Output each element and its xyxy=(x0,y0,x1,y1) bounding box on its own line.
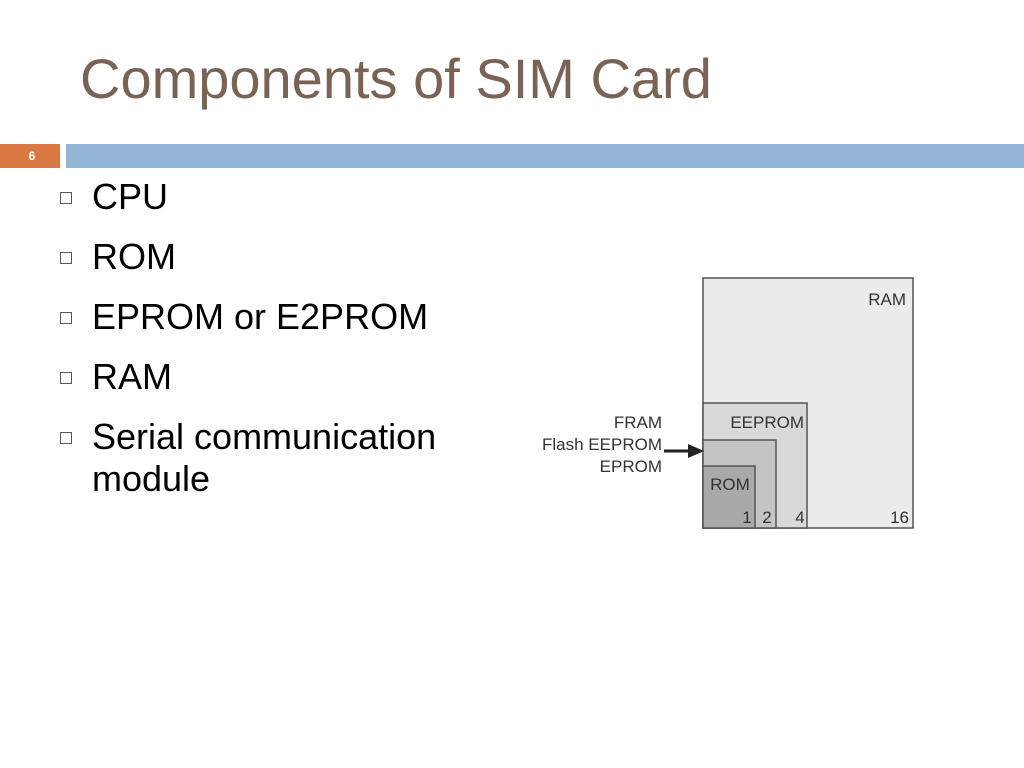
square-bullet-icon xyxy=(60,192,72,204)
title-divider-band xyxy=(66,144,1024,168)
bullet-text: ROM xyxy=(92,236,176,277)
fram-label: FRAM xyxy=(614,413,662,432)
bullet-text: EPROM or E2PROM xyxy=(92,296,429,337)
slide-title: Components of SIM Card xyxy=(80,47,712,110)
flash-eeprom-label: Flash EEPROM xyxy=(542,435,662,454)
bullet-item: CPU xyxy=(56,176,496,218)
ram-label: RAM xyxy=(868,290,906,309)
bullet-item: ROM xyxy=(56,236,496,278)
eeprom-size: 4 xyxy=(795,508,804,527)
rom-label: ROM xyxy=(710,475,750,494)
bullet-text: RAM xyxy=(92,356,172,397)
arrow-icon xyxy=(664,444,704,458)
square-bullet-icon xyxy=(60,252,72,264)
square-bullet-icon xyxy=(60,312,72,324)
slide-number: 6 xyxy=(28,149,36,163)
ram-size: 16 xyxy=(890,508,909,527)
flash-size: 2 xyxy=(762,508,771,527)
square-bullet-icon xyxy=(60,372,72,384)
bullet-item: Serial communication module xyxy=(56,416,496,500)
bullet-list: CPU ROM EPROM or E2PROM RAM Serial commu… xyxy=(56,176,496,518)
bullet-item: EPROM or E2PROM xyxy=(56,296,496,338)
slide-number-badge: 6 xyxy=(0,144,60,168)
bullet-text: Serial communication module xyxy=(92,416,437,499)
eprom-label: EPROM xyxy=(600,457,662,476)
rom-size: 1 xyxy=(742,508,751,527)
bullet-text: CPU xyxy=(92,176,169,217)
bullet-item: RAM xyxy=(56,356,496,398)
square-bullet-icon xyxy=(60,432,72,444)
eeprom-label: EEPROM xyxy=(730,413,804,432)
rom-block xyxy=(702,465,756,529)
